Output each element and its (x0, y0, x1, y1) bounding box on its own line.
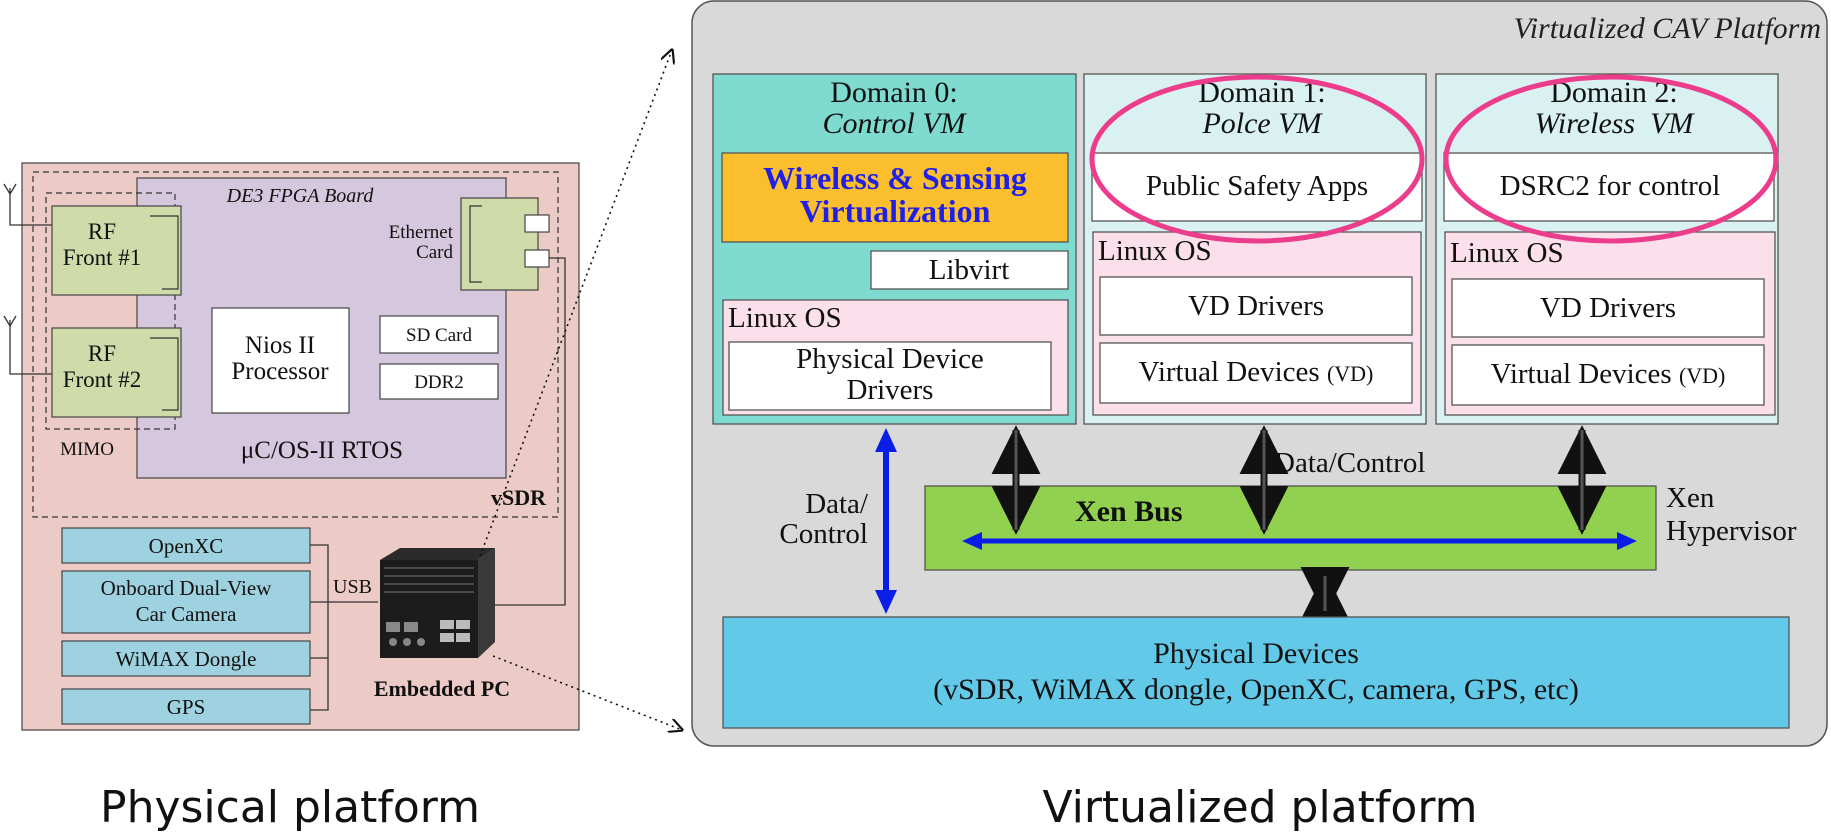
nios-processor (211, 307, 350, 414)
physical-device-drivers-label: Physical Device (796, 343, 984, 375)
domain-2-virtual-devices-label: Virtual Devices (VD) (1491, 358, 1726, 390)
rf-front-2-label: RF (88, 341, 116, 366)
xen-hypervisor-label: Hypervisor (1666, 515, 1797, 547)
antenna-icon (3, 183, 52, 226)
ddr2-label: DDR2 (414, 372, 464, 393)
vsdr-boundary (32, 171, 559, 518)
peripheral-camera (61, 570, 311, 634)
rtos-label: μC/OS-II RTOS (241, 437, 403, 464)
dom0-device-arrow (875, 428, 897, 614)
mimo-label: MIMO (60, 439, 114, 460)
domain-2-virtual-devices (1451, 344, 1765, 406)
data-control-top-label: Data/Control (1274, 447, 1425, 479)
domain-0: Domain 0: Control VM Wireless & Sensing … (712, 73, 1077, 425)
mimo-boundary (45, 192, 176, 430)
physical-platform: DE3 FPGA Board RF Front #1 RF Front #2 M… (3, 162, 580, 731)
rf-front-2-label: Front #2 (63, 367, 142, 392)
sd-card-label: SD Card (406, 325, 472, 346)
physical-devices-label: (vSDR, WiMAX dongle, OpenXC, camera, GPS… (933, 673, 1579, 706)
sd-card (379, 315, 499, 354)
domain-1-subtitle: Polce VM (1201, 107, 1323, 140)
domain-1-vd-drivers-label: VD Drivers (1188, 290, 1324, 322)
xen-hypervisor-label: Xen (1666, 482, 1715, 514)
rf-front-1-label: RF (88, 219, 116, 244)
platform-title: Virtualized CAV Platform (1514, 12, 1821, 45)
ethernet-card-connector (469, 205, 482, 283)
board-title: DE3 FPGA Board (226, 185, 375, 207)
vsdr-label: vSDR (491, 485, 547, 510)
rf-front-1-label: Front #1 (63, 245, 142, 270)
domain-2-linux-os-label: Linux OS (1450, 237, 1564, 269)
domain-0-linux-os-label: Linux OS (728, 302, 842, 334)
highlight-ellipse (1443, 74, 1779, 244)
usb-wiring (310, 544, 378, 711)
domain-1-virtual-devices-label: Virtual Devices (VD) (1139, 356, 1374, 388)
physical-platform-caption: Physical platform (100, 782, 480, 833)
peripheral-openxc (61, 527, 311, 564)
virtualized-platform-caption: Virtualized platform (1042, 782, 1478, 833)
zoom-line-bottom (492, 655, 682, 730)
highlight-ellipse (1089, 74, 1425, 244)
public-safety-apps-box (1091, 152, 1423, 222)
domain-1-vd-drivers (1099, 276, 1413, 336)
embedded-pc-label: Embedded PC (374, 676, 510, 701)
antenna-icon (3, 315, 52, 375)
domain-1-virtual-devices (1099, 342, 1413, 404)
physical-device-drivers-box (728, 341, 1052, 411)
peripheral-wimax (61, 640, 311, 677)
nios-processor-label: Processor (231, 358, 329, 385)
ethernet-card-label: Card (416, 242, 453, 263)
usb-label: USB (333, 576, 372, 598)
wireless-sensing-virtualization-label: Wireless & Sensing (763, 160, 1027, 196)
peripheral-openxc-label: OpenXC (149, 534, 224, 558)
xen-bus-label: Xen Bus (1075, 495, 1183, 528)
ddr2 (379, 363, 499, 400)
domain-1: Domain 1: Polce VM Public Safety Apps Li… (1083, 73, 1427, 425)
embedded-pc-icon (380, 548, 495, 658)
virtualized-platform: Virtualized CAV Platform Domain 0: Contr… (691, 0, 1828, 747)
libvirt-box (870, 250, 1069, 290)
physical-devices-box (722, 616, 1790, 729)
domain-1-linux-os-label: Linux OS (1098, 235, 1212, 267)
dsrc2-control-box (1443, 152, 1775, 222)
ethernet-port (524, 249, 550, 268)
physical-device-drivers-label: Drivers (847, 374, 934, 406)
ethernet-cable (490, 257, 566, 606)
public-safety-apps-label: Public Safety Apps (1146, 170, 1368, 202)
data-control-left-label: Control (779, 518, 868, 550)
xen-bus-arrow (962, 532, 1637, 550)
rf-front-1 (51, 205, 182, 296)
data-control-left-label: Data/ (805, 488, 869, 520)
domain-0-subtitle: Control VM (822, 107, 967, 140)
domain-2-vd-drivers-label: VD Drivers (1540, 292, 1676, 324)
peripheral-wimax-label: WiMAX Dongle (116, 647, 257, 671)
domain-0-title: Domain 0: (830, 76, 958, 109)
dsrc2-control-label: DSRC2 for control (1500, 170, 1721, 202)
nios-processor-label: Nios II (245, 332, 315, 359)
domain-2: Domain 2: Wireless VM DSRC2 for control … (1435, 73, 1779, 425)
ethernet-card-label: Ethernet (389, 222, 454, 243)
rf-front-2 (51, 327, 182, 418)
wireless-sensing-virtualization-label: Virtualization (800, 193, 991, 229)
physical-devices-label: Physical Devices (1153, 637, 1359, 670)
peripheral-camera-label: Onboard Dual-View (101, 576, 273, 600)
rf-front-2-connector (150, 337, 179, 411)
rf-front-1-connector (150, 215, 179, 290)
peripheral-gps-label: GPS (167, 695, 206, 719)
wireless-sensing-virtualization-box (721, 152, 1069, 243)
ethernet-card (460, 197, 539, 291)
domain-2-vd-drivers (1451, 278, 1765, 338)
ethernet-port (524, 214, 550, 233)
xen-bus-box (924, 485, 1657, 571)
libvirt-label: Libvirt (929, 254, 1010, 286)
domain-2-subtitle: Wireless VM (1535, 107, 1696, 140)
peripheral-gps (61, 688, 311, 725)
peripheral-camera-label: Car Camera (136, 602, 238, 626)
zoom-line-top (479, 50, 672, 557)
